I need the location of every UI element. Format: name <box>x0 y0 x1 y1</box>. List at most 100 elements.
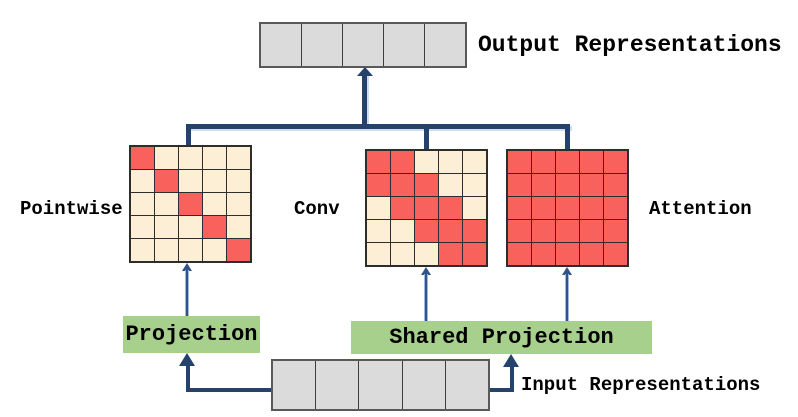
conv-cell-active <box>391 174 414 196</box>
pointwise-cell-inactive <box>155 216 178 238</box>
pointwise-cell-inactive <box>179 239 202 261</box>
pointwise-cell-active <box>203 216 226 238</box>
attention-arrowhead-icon <box>562 267 572 275</box>
pointwise-arrowhead-icon <box>182 263 192 271</box>
attention-cell-active <box>604 151 627 173</box>
pointwise-cell-active <box>227 239 250 261</box>
pointwise-cell-inactive <box>179 170 202 192</box>
conv-cell-active <box>367 174 390 196</box>
arrow-projection-to-pointwise <box>185 270 189 316</box>
attention-cell-active <box>556 197 579 219</box>
attention-cell-active <box>556 151 579 173</box>
pointwise-cell-inactive <box>227 170 250 192</box>
pointwise-cell-inactive <box>203 193 226 215</box>
pointwise-cell-inactive <box>179 216 202 238</box>
shared-projection-label: Shared Projection <box>389 325 614 350</box>
shared-projection-box: Shared Projection <box>351 321 652 354</box>
representation-cell <box>425 24 465 66</box>
conv-cell-inactive <box>367 220 390 242</box>
pointwise-label: Pointwise <box>20 198 123 220</box>
arrow-input-to-projection-vertical <box>186 366 190 392</box>
pointwise-cell-inactive <box>227 147 250 169</box>
connector-drop-pointwise <box>186 124 191 147</box>
representation-cell <box>343 24 383 66</box>
attention-matrix <box>506 149 629 267</box>
conv-cell-inactive <box>415 151 438 173</box>
attention-cell-active <box>508 220 531 242</box>
conv-cell-active <box>367 151 390 173</box>
arrow-shared-to-attention <box>565 274 569 321</box>
connector-drop-conv <box>424 124 429 151</box>
attention-cell-active <box>580 174 603 196</box>
conv-cell-inactive <box>391 220 414 242</box>
projection-label: Projection <box>125 322 258 347</box>
pointwise-cell-inactive <box>131 170 154 192</box>
attention-cell-active <box>580 243 603 265</box>
attention-cell-active <box>508 174 531 196</box>
pointwise-cell-inactive <box>155 193 178 215</box>
attention-cell-active <box>556 220 579 242</box>
attention-cell-active <box>604 174 627 196</box>
conv-cell-active <box>463 220 486 242</box>
attention-cell-active <box>604 243 627 265</box>
representation-cell <box>302 24 342 66</box>
pointwise-matrix <box>129 145 252 263</box>
representation-cell <box>384 24 424 66</box>
pointwise-cell-inactive <box>131 193 154 215</box>
conv-label: Conv <box>294 198 340 220</box>
connector-horizontal-bus <box>186 124 570 129</box>
conv-cell-inactive <box>367 197 390 219</box>
conv-cell-inactive <box>463 151 486 173</box>
pointwise-cell-inactive <box>179 147 202 169</box>
output-representations-strip <box>259 22 467 68</box>
attention-cell-active <box>532 220 555 242</box>
attention-label: Attention <box>649 198 752 220</box>
conv-cell-active <box>415 220 438 242</box>
conv-cell-active <box>439 197 462 219</box>
representation-cell <box>359 361 402 409</box>
attention-cell-active <box>508 197 531 219</box>
conv-cell-inactive <box>415 243 438 265</box>
conv-cell-active <box>391 151 414 173</box>
attention-cell-active <box>604 220 627 242</box>
output-arrowhead-icon <box>357 67 373 76</box>
conv-matrix <box>365 149 488 267</box>
representation-cell <box>402 361 445 409</box>
output-representations-label: Output Representations <box>478 32 782 58</box>
input-representations-strip <box>271 359 490 411</box>
conv-cell-inactive <box>439 174 462 196</box>
representation-cell <box>316 361 359 409</box>
conv-arrowhead-icon <box>421 267 431 275</box>
conv-cell-active <box>439 243 462 265</box>
connector-output-vertical <box>362 74 367 126</box>
pointwise-cell-inactive <box>203 170 226 192</box>
attention-cell-active <box>532 151 555 173</box>
arrow-input-to-shared-horizontal <box>490 388 514 392</box>
representation-cell <box>445 361 489 409</box>
pointwise-cell-active <box>131 147 154 169</box>
attention-cell-active <box>508 151 531 173</box>
attention-cell-active <box>508 243 531 265</box>
pointwise-cell-inactive <box>227 193 250 215</box>
pointwise-cell-inactive <box>203 147 226 169</box>
pointwise-cell-inactive <box>131 239 154 261</box>
conv-cell-active <box>439 220 462 242</box>
attention-cell-active <box>604 197 627 219</box>
attention-cell-active <box>532 197 555 219</box>
conv-cell-inactive <box>463 174 486 196</box>
attention-cell-active <box>532 243 555 265</box>
pointwise-cell-inactive <box>131 216 154 238</box>
representation-cell <box>273 361 316 409</box>
pointwise-cell-active <box>155 170 178 192</box>
attention-cell-active <box>580 197 603 219</box>
arrow-input-to-shared-vertical <box>510 367 514 392</box>
pointwise-cell-inactive <box>155 239 178 261</box>
conv-cell-inactive <box>367 243 390 265</box>
conv-cell-active <box>391 197 414 219</box>
pointwise-cell-inactive <box>203 239 226 261</box>
pointwise-cell-inactive <box>227 216 250 238</box>
arrow-input-to-projection-horizontal <box>188 388 271 392</box>
conv-cell-active <box>415 174 438 196</box>
shared-projection-arrowhead-icon <box>503 354 519 367</box>
